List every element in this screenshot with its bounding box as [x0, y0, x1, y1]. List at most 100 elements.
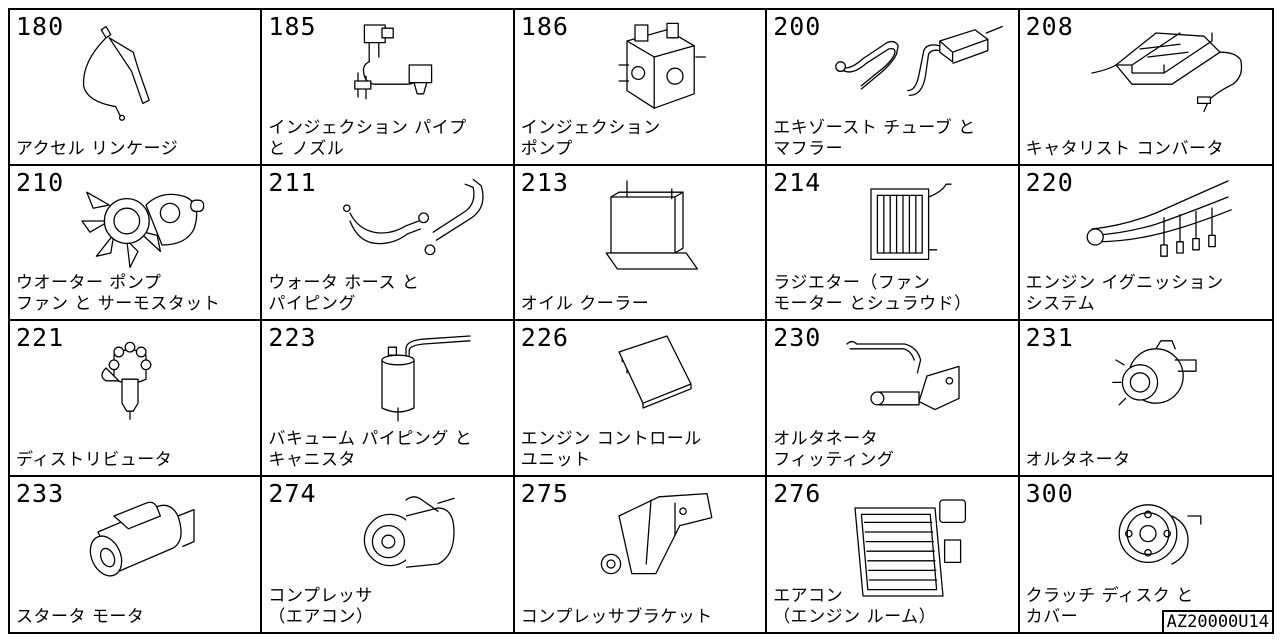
- part-code: 186: [520, 12, 569, 41]
- distributor-icon: [101, 341, 152, 420]
- part-label-line: ディストリビュータ: [16, 449, 173, 470]
- part-label-line: ウォータ ホース と: [268, 273, 420, 293]
- part-cell-300[interactable]: 300 クラッチ ディスク とカバー: [1020, 477, 1272, 633]
- part-label: バキューム パイピング とキャニスタ: [268, 429, 510, 471]
- part-cell-223[interactable]: 223 バキューム パイピング とキャニスタ: [262, 321, 515, 477]
- exhaust-muffler-icon: [835, 25, 1004, 97]
- ignition-cables-icon: [1086, 179, 1232, 257]
- part-label-line: （エアコン）: [268, 607, 374, 627]
- part-cell-208[interactable]: 208 キャタリスト コンバータ: [1019, 10, 1272, 166]
- part-label: インジェクション パイプと ノズル: [268, 118, 510, 160]
- part-cell-221[interactable]: 221 ディストリビュータ: [10, 321, 263, 477]
- part-label-line: エアコン: [773, 586, 844, 606]
- part-cell-230[interactable]: 230 オルタネータフィッティング: [767, 321, 1020, 477]
- part-code: 275: [520, 478, 569, 508]
- part-code: 213: [520, 167, 569, 197]
- part-code: 208: [1025, 12, 1074, 41]
- part-label-line: パイピング: [268, 294, 356, 314]
- part-cell-276[interactable]: 276 エアコン（エンジン ルーム）: [767, 476, 1020, 632]
- part-label: コンプレッサ（エアコン）: [268, 586, 510, 628]
- part-label-line: オルタネータ: [1025, 449, 1131, 470]
- part-label-line: （エンジン ルーム）: [773, 607, 937, 627]
- part-cell-213[interactable]: 213 オイル クーラー: [514, 165, 768, 321]
- part-code: 210: [16, 167, 65, 197]
- oil-cooler-icon: [605, 179, 698, 270]
- part-label: オイル クーラー: [521, 294, 763, 315]
- part-label-line: フィッティング: [773, 449, 895, 470]
- part-code: 230: [773, 323, 822, 352]
- part-code: 221: [16, 323, 65, 352]
- part-code: 223: [268, 323, 317, 352]
- part-cell-226[interactable]: 226 エンジン コントロールユニット: [514, 321, 768, 477]
- part-label-line: スタータ モータ: [16, 607, 145, 627]
- part-cell-200[interactable]: 200 エキゾースト チューブ とマフラー: [767, 10, 1020, 166]
- part-cell-275[interactable]: 275 コンプレッサブラケット: [515, 476, 768, 632]
- part-cell-233[interactable]: 233 スタータ モータ: [10, 476, 263, 632]
- part-label: クラッチ ディスク とカバー: [1026, 586, 1270, 628]
- part-code: 214: [773, 167, 822, 197]
- part-label: ウオーター ポンプファン と サーモスタット: [16, 273, 258, 315]
- injection-pump-icon: [618, 22, 706, 109]
- part-cell-231[interactable]: 231 オルタネータ: [1019, 321, 1272, 477]
- part-label: オルタネータ: [1026, 450, 1270, 471]
- part-label: スタータ モータ: [16, 607, 258, 628]
- part-label: ディストリビュータ: [16, 450, 258, 471]
- part-label: コンプレッサブラケット: [521, 607, 763, 628]
- part-label: エンジン コントロールユニット: [521, 429, 763, 471]
- part-label-line: モーター とシュラウド）: [773, 294, 972, 314]
- part-label-line: マフラー: [773, 138, 844, 159]
- part-code: 300: [1025, 478, 1074, 508]
- part-label-line: クラッチ ディスク と: [1025, 586, 1194, 606]
- part-label-line: オルタネータ: [773, 428, 879, 449]
- part-label-line: ラジエター（ファン: [773, 273, 931, 293]
- part-label: エキゾースト チューブ とマフラー: [773, 118, 1015, 160]
- clutch-disc-icon: [1118, 503, 1202, 565]
- part-label-line: エンジン イグニッション: [1025, 273, 1224, 293]
- part-label-line: キャタリスト コンバータ: [1025, 138, 1224, 159]
- part-code: 276: [773, 478, 822, 508]
- part-label: ウォータ ホース とパイピング: [268, 273, 510, 315]
- ac-compressor-icon: [364, 495, 456, 568]
- water-hose-icon: [343, 178, 485, 255]
- part-code: 200: [773, 12, 822, 41]
- part-label: ラジエター（ファンモーター とシュラウド）: [773, 273, 1015, 315]
- control-unit-icon: [618, 335, 692, 409]
- part-label-line: キャニスタ: [268, 449, 356, 470]
- part-label-line: コンプレッサブラケット: [520, 607, 713, 627]
- part-label-line: オイル クーラー: [520, 294, 650, 314]
- part-label-line: カバー: [1025, 607, 1079, 627]
- water-pump-fan-icon: [81, 191, 205, 268]
- part-code: 231: [1025, 323, 1074, 352]
- part-label-line: インジェクション: [520, 117, 661, 138]
- part-label: キャタリスト コンバータ: [1026, 139, 1270, 160]
- part-label-line: ウオーター ポンプ: [16, 273, 162, 293]
- part-code: 233: [16, 478, 65, 508]
- accelerator-linkage-icon: [82, 25, 150, 121]
- part-cell-210[interactable]: 210 ウオーター ポンプファン と サーモスタット: [10, 165, 263, 321]
- part-label: エアコン（エンジン ルーム）: [773, 586, 1015, 628]
- starter-motor-icon: [89, 501, 195, 577]
- document-id: AZ20000U14: [1161, 610, 1274, 634]
- part-label-line: インジェクション パイプ: [268, 117, 467, 138]
- part-cell-214[interactable]: 214 ラジエター（ファンモーター とシュラウド）: [767, 165, 1020, 321]
- part-label-line: ファン と サーモスタット: [16, 294, 221, 314]
- part-label-line: エキゾースト チューブ と: [773, 117, 976, 138]
- vacuum-canister-icon: [381, 335, 472, 422]
- part-label-line: システム: [1025, 294, 1096, 314]
- alternator-icon: [1111, 340, 1197, 406]
- part-label: オルタネータフィッティング: [773, 429, 1015, 471]
- part-label-line: ユニット: [520, 449, 591, 470]
- radiator-icon: [870, 183, 952, 260]
- part-label-line: コンプレッサ: [268, 586, 373, 606]
- part-label: アクセル リンケージ: [16, 139, 258, 160]
- injection-pipe-nozzle-icon: [354, 24, 433, 100]
- part-label-line: エンジン コントロール: [520, 428, 702, 449]
- part-code: 226: [520, 323, 569, 352]
